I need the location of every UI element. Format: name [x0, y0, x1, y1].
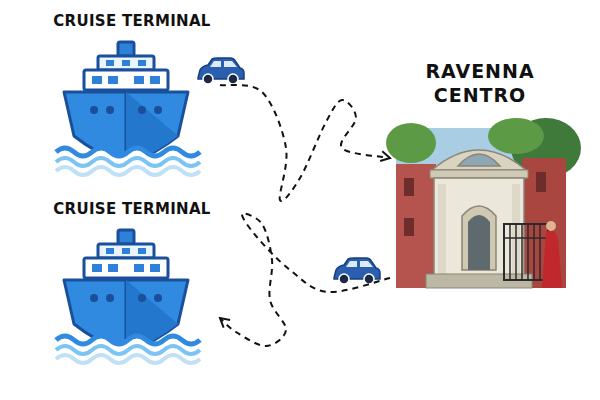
car-icon	[198, 58, 244, 84]
dashed-route	[220, 85, 390, 201]
building-picture	[386, 118, 581, 288]
place-node: RAVENNA CENTRO	[390, 56, 570, 290]
place-node: CRUISE TERMINAL	[44, 8, 220, 174]
ship-icon	[56, 42, 200, 175]
car-icon	[334, 258, 380, 284]
place-node: CRUISE TERMINAL	[44, 196, 220, 366]
place-label: CRUISE TERMINAL	[48, 8, 216, 31]
place-label: CRUISE TERMINAL	[48, 196, 216, 219]
ship-icon	[56, 230, 200, 363]
place-label: RAVENNA CENTRO	[415, 56, 545, 108]
dashed-route	[220, 214, 390, 346]
